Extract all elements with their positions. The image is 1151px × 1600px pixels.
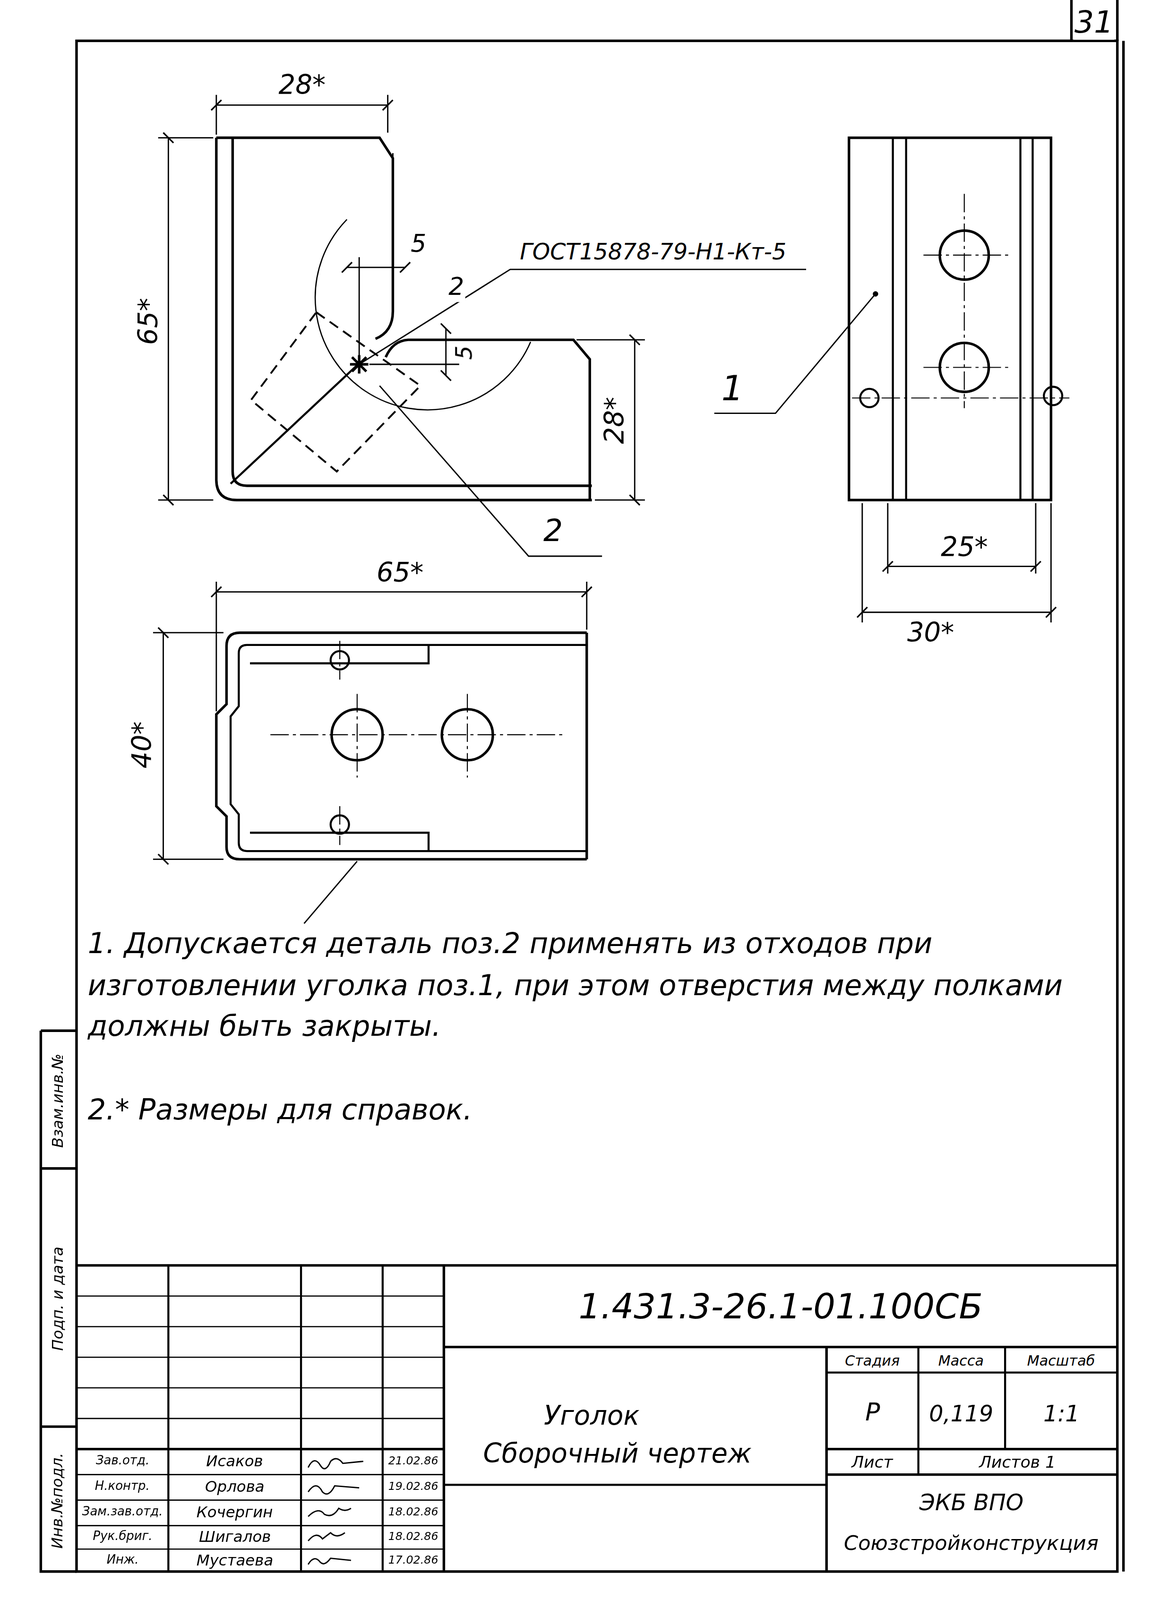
drawing-type: Сборочный чертеж bbox=[481, 1438, 753, 1470]
side-view bbox=[849, 137, 1070, 501]
person-name: Кочергин bbox=[195, 1503, 275, 1521]
title-block-value: 1:1 bbox=[1042, 1400, 1081, 1427]
callout-number: 2 bbox=[447, 273, 465, 302]
title-block-header: Лист bbox=[850, 1452, 894, 1472]
role-cell: Рук.бриг. bbox=[91, 1529, 154, 1544]
date-cell: 17.02.86 bbox=[387, 1553, 440, 1567]
sheet-number: 31 bbox=[1073, 4, 1115, 41]
callout-number: 1 bbox=[720, 368, 745, 408]
part-name: Уголок bbox=[542, 1400, 641, 1432]
signatures bbox=[308, 1458, 364, 1565]
margin-field: Взам.инв.№ bbox=[49, 1051, 68, 1149]
title-block-header: Масштаб bbox=[1025, 1351, 1096, 1369]
person-name: Шигалов bbox=[197, 1528, 273, 1546]
sheet-frame bbox=[40, 0, 1124, 1572]
title-block-header: Листов 1 bbox=[978, 1452, 1057, 1472]
dimension-value: 28* bbox=[600, 395, 631, 446]
dimension-value: 65* bbox=[133, 296, 165, 346]
leader-lines bbox=[304, 269, 878, 924]
title-block-value: 0,119 bbox=[927, 1400, 995, 1427]
date-cell: 21.02.86 bbox=[387, 1454, 440, 1468]
drawing-note: 2.* Размеры для справок. bbox=[86, 1089, 1069, 1132]
person-name: Орлова bbox=[204, 1477, 266, 1496]
drawing-note: 1. Допускается деталь поз.2 применять из… bbox=[86, 923, 1069, 1048]
document-code: 1.431.3-26.1-01.100СБ bbox=[577, 1286, 984, 1326]
title-block-value: Р bbox=[864, 1399, 882, 1428]
dimension-value: 28* bbox=[277, 70, 327, 102]
organization-name: Союзстройконструкция bbox=[842, 1530, 1100, 1555]
title-block-header: Стадия bbox=[843, 1351, 901, 1369]
role-cell: Зав.отд. bbox=[94, 1453, 151, 1469]
title-block-grid bbox=[76, 1265, 1118, 1572]
dimension-lines bbox=[153, 94, 1051, 860]
role-cell: Н.контр. bbox=[94, 1479, 151, 1494]
person-name: Мустаева bbox=[195, 1551, 275, 1570]
dimension-value: 65* bbox=[375, 558, 425, 589]
title-block-header: Масса bbox=[937, 1351, 986, 1369]
person-name: Исаков bbox=[205, 1452, 265, 1470]
top-view bbox=[216, 632, 587, 859]
role-cell: Инж. bbox=[105, 1553, 140, 1568]
dimension-value: 5 bbox=[409, 230, 428, 259]
dimension-value: 5 bbox=[451, 343, 478, 361]
date-cell: 18.02.86 bbox=[387, 1505, 440, 1519]
standard-reference: ГОСТ15878-79-Н1-Кт-5 bbox=[518, 238, 788, 265]
front-view bbox=[216, 137, 593, 501]
dimension-value: 40* bbox=[127, 720, 159, 770]
dimension-value: 25* bbox=[939, 532, 989, 564]
margin-field: Подп. и дата bbox=[49, 1245, 68, 1352]
role-cell: Зам.зав.отд. bbox=[81, 1504, 164, 1520]
dimension-value: 30* bbox=[906, 618, 956, 650]
date-cell: 18.02.86 bbox=[387, 1529, 440, 1543]
organization-name: ЭКБ ВПО bbox=[918, 1489, 1025, 1516]
date-cell: 19.02.86 bbox=[387, 1479, 440, 1493]
margin-field: Инв.№подл. bbox=[49, 1451, 67, 1549]
callout-number: 2 bbox=[542, 512, 565, 549]
